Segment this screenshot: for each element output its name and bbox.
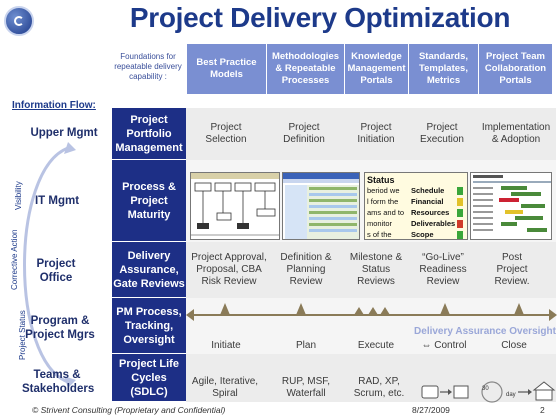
cell-implementation-adoption: Implementation & Adoption — [481, 122, 551, 145]
row-label-maturity: Process & Project Maturity — [112, 160, 186, 242]
foundations-label: Foundations for repeatable delivery capa… — [114, 52, 182, 81]
level-program-project-mgrs: Program & Project Mgrs — [25, 315, 95, 341]
cell-planning-review: Definition & Planning Review — [280, 252, 332, 287]
cell-rup-waterfall: RUP, MSF, Waterfall — [281, 376, 331, 399]
phase-execute: Execute — [357, 340, 395, 351]
footer-copyright: © Strivent Consulting (Proprietary and C… — [32, 405, 226, 415]
information-flow-cycle-arrow — [23, 142, 76, 388]
phase-control: ⇔ Control — [421, 340, 467, 351]
cell-project-execution: Project Execution — [420, 122, 464, 145]
row-bg-delivery — [186, 242, 556, 298]
spreadsheet-thumbnail — [282, 172, 360, 240]
footer-date: 8/27/2009 — [412, 405, 450, 415]
foundation-methodologies: Methodologies & Repeatable Processes — [266, 44, 344, 94]
phase-plan: Plan — [295, 340, 316, 351]
foundation-best-practice: Best Practice Models — [186, 44, 266, 94]
row-label-delivery: Delivery Assurance, Gate Reviews — [112, 242, 186, 298]
gantt-report-thumbnail — [470, 172, 552, 240]
row-label-portfolio: Project Portfolio Management — [112, 108, 186, 160]
cycle-icon — [481, 381, 503, 403]
cell-post-project-review: Post Project Review. — [494, 252, 530, 287]
phase-initiate: Initiate — [211, 340, 241, 351]
cycle-icon-unit: day — [506, 392, 516, 398]
information-flow-heading: Information Flow: — [12, 100, 96, 111]
cell-status-reviews: Milestone & Status Reviews — [349, 252, 403, 287]
side-label-corrective-action: Corrective Action — [10, 229, 19, 290]
level-upper-mgmt: Upper Mgmt — [30, 127, 98, 139]
screen-icon — [453, 385, 469, 399]
status-report-thumbnail: Status beriod we l form the ams and to m… — [364, 172, 468, 240]
cell-approval-review: Project Approval, Proposal, CBA Risk Rev… — [191, 252, 267, 287]
phase-close: Close — [501, 340, 527, 351]
document-icon — [421, 385, 439, 399]
cell-project-initiation: Project Initiation — [357, 122, 395, 145]
cell-project-selection: Project Selection — [205, 122, 247, 145]
timeline-arrow-right-icon — [549, 309, 557, 321]
side-label-visibility: Visibility — [14, 181, 23, 210]
status-indicator-green — [457, 231, 463, 239]
status-indicator-green — [457, 187, 463, 195]
cycle-icon-number: 30 — [482, 386, 489, 392]
level-it-mgmt: IT Mgmt — [34, 195, 80, 207]
milestone-plan-marker — [296, 303, 306, 315]
delivery-assurance-oversight-label: Delivery Assurance Oversight — [414, 326, 556, 337]
level-project-office: Project Office — [36, 258, 76, 284]
milestone-execute-marker — [380, 307, 390, 315]
company-logo — [4, 6, 34, 36]
house-icon — [532, 381, 556, 391]
timeline-arrow-left-icon — [186, 309, 194, 321]
status-card-items: Schedule Financial Resources Deliverable… — [411, 186, 456, 239]
milestone-execute-marker — [354, 307, 364, 315]
page-title: Project Delivery Optimization — [129, 2, 511, 33]
row-label-lifecycles: Project Life Cycles (SDLC) — [112, 354, 186, 402]
row-label-pm-process: PM Process, Tracking, Oversight — [112, 298, 186, 354]
row-bg-portfolio — [186, 108, 556, 160]
cell-project-definition: Project Definition — [283, 122, 325, 145]
foundation-knowledge-portals: Knowledge Management Portals — [344, 44, 408, 94]
milestone-close-marker — [514, 303, 524, 315]
cell-agile-spiral: Agile, Iterative, Spiral — [191, 376, 259, 399]
pm-process-timeline — [190, 314, 552, 316]
footer-page-number: 2 — [540, 405, 545, 415]
process-diagram-thumbnail — [190, 172, 280, 240]
milestone-execute-marker — [368, 307, 378, 315]
status-indicator-red — [457, 220, 463, 228]
level-teams-stakeholders: Teams & Stakeholders — [22, 369, 95, 395]
foundation-standards: Standards, Templates, Metrics — [408, 44, 478, 94]
cell-rad-scrum: RAD, XP, Scrum, etc. — [353, 376, 405, 399]
status-indicator-yellow — [457, 198, 463, 206]
status-indicator-green — [457, 209, 463, 217]
status-card-text: beriod we l form the ams and to monitor … — [367, 186, 405, 239]
milestone-control-marker — [440, 303, 450, 315]
foundation-collaboration-portals: Project Team Collaboration Portals — [478, 44, 552, 94]
status-card-title: Status — [367, 175, 395, 185]
cell-go-live-review: “Go-Live” Readiness Review — [419, 252, 467, 287]
lifecycle-icons: 30 day — [421, 381, 556, 403]
milestone-initiate-marker — [220, 303, 230, 315]
row-bg-lifecycles — [186, 354, 556, 402]
